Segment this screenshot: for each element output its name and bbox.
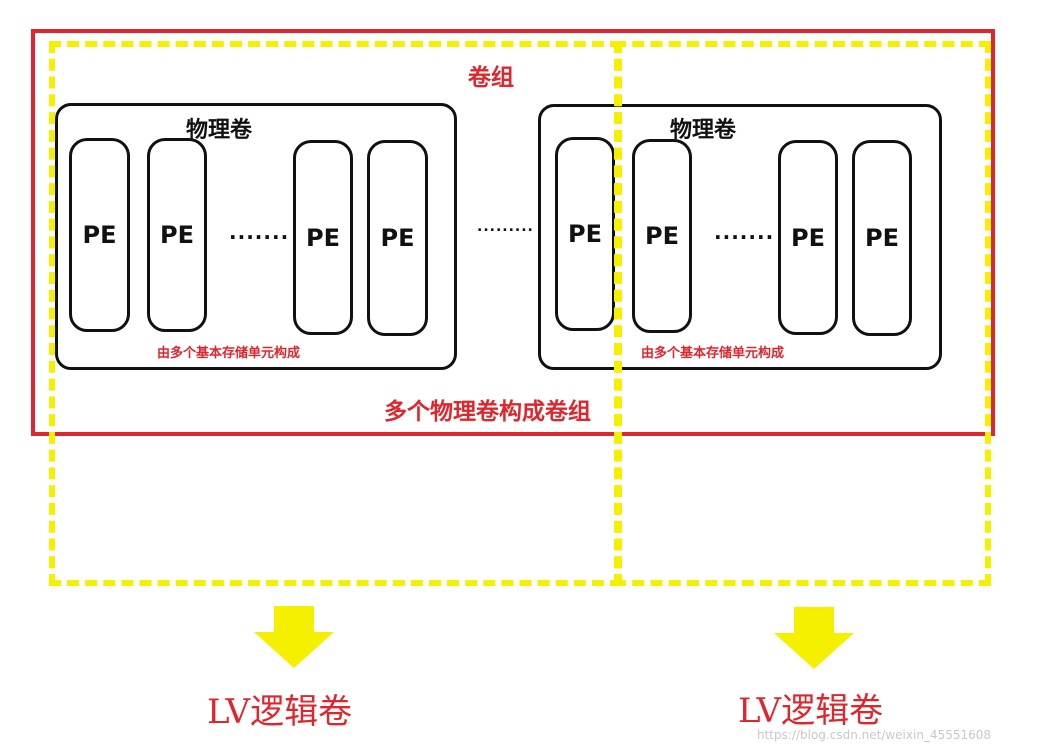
pe-ellipsis: .......	[229, 220, 290, 244]
between-pv-ellipsis: .........	[477, 219, 534, 235]
logical-volume-1-box	[49, 41, 622, 586]
physical-volume-2-title: 物理卷	[670, 118, 737, 143]
logical-volume-2-box	[614, 41, 991, 586]
pe-ellipsis: .......	[714, 220, 775, 244]
arrow-down-icon	[774, 607, 854, 669]
arrow-down-icon	[254, 606, 334, 668]
physical-volume-2-note: 由多个基本存储单元构成	[641, 346, 785, 361]
physical-volume-1-title: 物理卷	[186, 118, 253, 143]
pe-block: PE	[293, 140, 353, 335]
pe-block: PE	[778, 140, 838, 335]
physical-volume-1	[55, 103, 457, 370]
pe-block: PE	[147, 138, 207, 332]
pe-block: PE	[555, 137, 615, 331]
logical-volume-1-label: LV逻辑卷	[207, 692, 353, 732]
volume-group-title: 卷组	[468, 65, 514, 91]
pe-block: PE	[367, 140, 428, 336]
pe-block: PE	[852, 140, 912, 336]
volume-group-note: 多个物理卷构成卷组	[384, 399, 591, 425]
physical-volume-1-note: 由多个基本存储单元构成	[157, 346, 301, 361]
logical-volume-2-label: LV逻辑卷	[738, 691, 884, 731]
watermark-text: https://blog.csdn.net/weixin_45551608	[757, 728, 992, 742]
pe-block: PE	[69, 138, 130, 332]
physical-volume-2	[538, 104, 942, 370]
pe-block: PE	[632, 139, 692, 333]
volume-group-box	[31, 29, 995, 436]
